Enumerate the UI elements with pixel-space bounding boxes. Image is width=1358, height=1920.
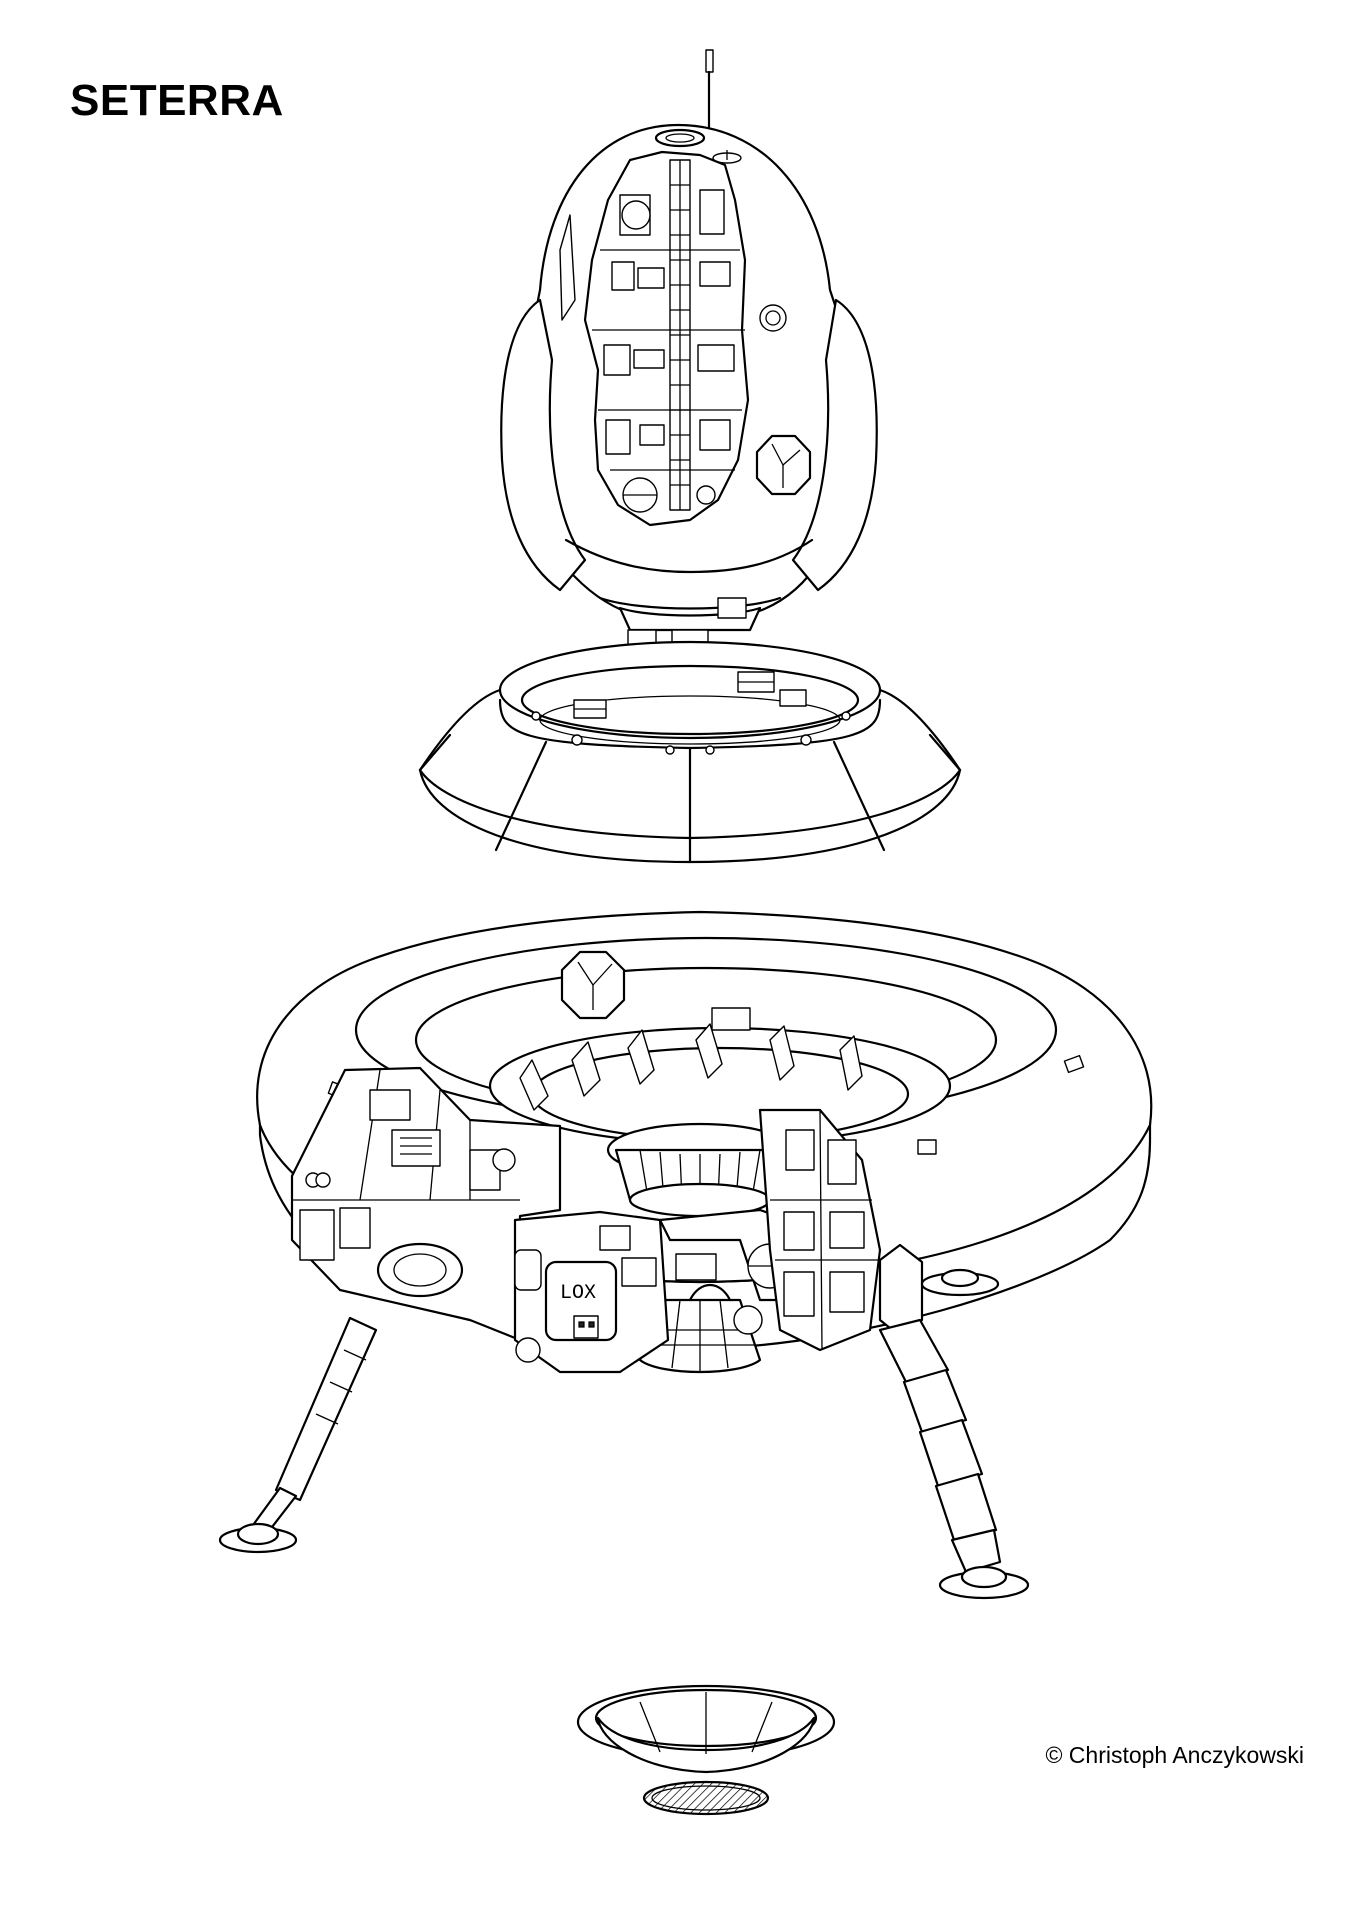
- adapter-ring: [420, 642, 960, 862]
- landing-leg-rear: [922, 1270, 998, 1295]
- lox-tank-label: LOX: [560, 1282, 596, 1305]
- landing-leg-left: [220, 1318, 376, 1552]
- copyright-credit: © Christoph Anczykowski: [1045, 1742, 1304, 1768]
- antenna: [706, 50, 713, 128]
- main-lander-body: LOX: [257, 912, 1151, 1372]
- landing-leg-right: [880, 1320, 1028, 1598]
- heat-shield-dish: [578, 1686, 834, 1772]
- upper-capsule: [501, 125, 876, 648]
- page-title: SETERRA: [70, 76, 284, 125]
- hatched-plug: [644, 1782, 768, 1814]
